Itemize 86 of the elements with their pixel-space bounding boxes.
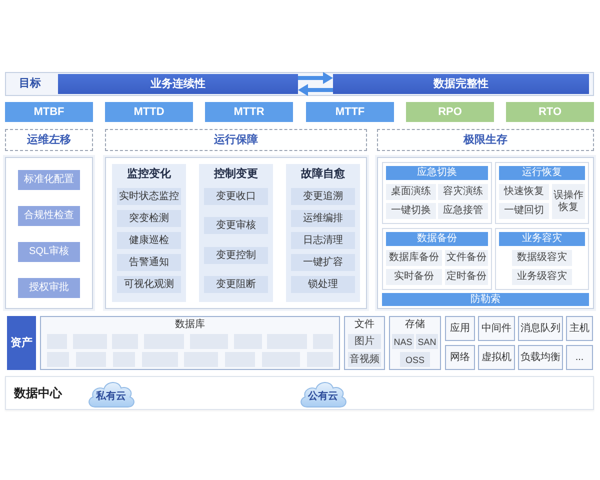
capability-tag: 文件备份 xyxy=(445,250,488,266)
capability-tag: 快速恢复 xyxy=(499,184,549,200)
capability-column xyxy=(286,164,360,302)
category-header: 极限生存 xyxy=(377,129,594,151)
capability-tag: 健康巡检 xyxy=(117,232,181,249)
capability-tag: 一键切换 xyxy=(386,203,436,219)
capability-tag: 一键回切 xyxy=(499,203,549,219)
capability-tag: 告警通知 xyxy=(117,254,181,271)
category-panel xyxy=(105,157,367,309)
capability-tag: 变更收口 xyxy=(204,188,268,205)
arrow xyxy=(298,72,333,84)
category-header: 运行保障 xyxy=(105,129,367,151)
practice-tag: 标准化配置 xyxy=(18,170,80,190)
metric-tile: MTTF xyxy=(306,102,394,122)
metric-tile: MTTD xyxy=(105,102,193,122)
asset-tile: 负载均衡 xyxy=(518,345,563,370)
metric-tile: MTBF xyxy=(5,102,93,122)
column-heading: 故障自愈 xyxy=(301,168,345,181)
capability-tag: 运维编排 xyxy=(291,210,355,227)
goal-banner: 数据完整性 xyxy=(333,74,589,94)
practice-tag: SQL审核 xyxy=(18,242,80,262)
asset-tile: ... xyxy=(566,345,593,370)
capability-tag: 误操作恢复 xyxy=(552,184,585,219)
capability-tag: 可视化观测 xyxy=(117,276,181,293)
capability-tag: 变更阻断 xyxy=(204,276,268,293)
capability-tag: 容灾演练 xyxy=(438,184,488,200)
capability-tag: 锁处理 xyxy=(291,276,355,293)
asset-header: 资产 xyxy=(7,316,36,370)
capability-group xyxy=(382,162,492,224)
capability-tag: 变更追溯 xyxy=(291,188,355,205)
capability-tag: 应急接管 xyxy=(438,203,488,219)
capability-tag: 日志清理 xyxy=(291,232,355,249)
asset-tile: 应用 xyxy=(445,316,475,341)
asset-tag: 图片 xyxy=(348,334,381,349)
capability-tag: 定时备份 xyxy=(445,269,488,285)
asset-tile: 消息队列 xyxy=(518,316,563,341)
column-heading: 控制变更 xyxy=(214,168,258,181)
capability-tag: 一键扩容 xyxy=(291,254,355,271)
group-header: 数据备份 xyxy=(386,232,488,246)
asset-group xyxy=(40,316,340,370)
capability-column xyxy=(199,164,273,302)
group-header: 业务容灾 xyxy=(499,232,585,246)
metric-tile: RPO xyxy=(406,102,494,122)
capability-tag: 突变检测 xyxy=(117,210,181,227)
capability-tag: 数据库备份 xyxy=(386,250,442,266)
metric-tile: RTO xyxy=(506,102,594,122)
capability-group xyxy=(495,228,589,290)
asset-tile: 主机 xyxy=(566,316,593,341)
arrow xyxy=(298,84,333,96)
asset-tag: 音视频 xyxy=(348,352,381,367)
capability-tag: 变更审核 xyxy=(204,217,268,234)
asset-tile: 虚拟机 xyxy=(478,345,515,370)
group-header: 应急切换 xyxy=(386,166,488,180)
metric-tile: MTTR xyxy=(205,102,293,122)
group-header: 运行恢复 xyxy=(499,166,585,180)
group-label: 数据库 xyxy=(175,319,205,331)
asset-group xyxy=(389,316,441,370)
practice-tag: 合规性检查 xyxy=(18,206,80,226)
asset-tag: OSS xyxy=(400,352,430,367)
capability-tag: 实时状态监控 xyxy=(117,188,181,205)
group-label: 文件 xyxy=(354,319,374,331)
capability-group xyxy=(495,162,589,224)
asset-tag: NAS xyxy=(392,334,414,349)
category-panel xyxy=(5,157,93,309)
group-label: 存储 xyxy=(405,319,425,331)
band-label: 数据中心 xyxy=(14,386,62,400)
capability-group xyxy=(382,228,492,290)
category-panel xyxy=(377,157,594,309)
capability-tag: 数据级容灾 xyxy=(512,250,572,266)
asset-group xyxy=(344,316,385,370)
practice-tag: 授权审批 xyxy=(18,278,80,298)
goal-band xyxy=(5,72,594,96)
asset-tag: SAN xyxy=(416,334,438,349)
asset-tile: 中间件 xyxy=(478,316,515,341)
column-heading: 监控变化 xyxy=(127,168,171,181)
goal-banner: 业务连续性 xyxy=(58,74,298,94)
capability-tag: 桌面演练 xyxy=(386,184,436,200)
capability-bar: 防勒索 xyxy=(382,293,589,306)
capability-tag: 变更控制 xyxy=(204,247,268,264)
goal-label: 目标 xyxy=(19,78,41,90)
capability-column xyxy=(112,164,186,302)
capability-tag: 实时备份 xyxy=(386,269,442,285)
category-header: 运维左移 xyxy=(5,129,93,151)
asset-tile: 网络 xyxy=(445,345,475,370)
capability-tag: 业务级容灾 xyxy=(512,269,572,285)
datacenter-band xyxy=(5,376,594,410)
